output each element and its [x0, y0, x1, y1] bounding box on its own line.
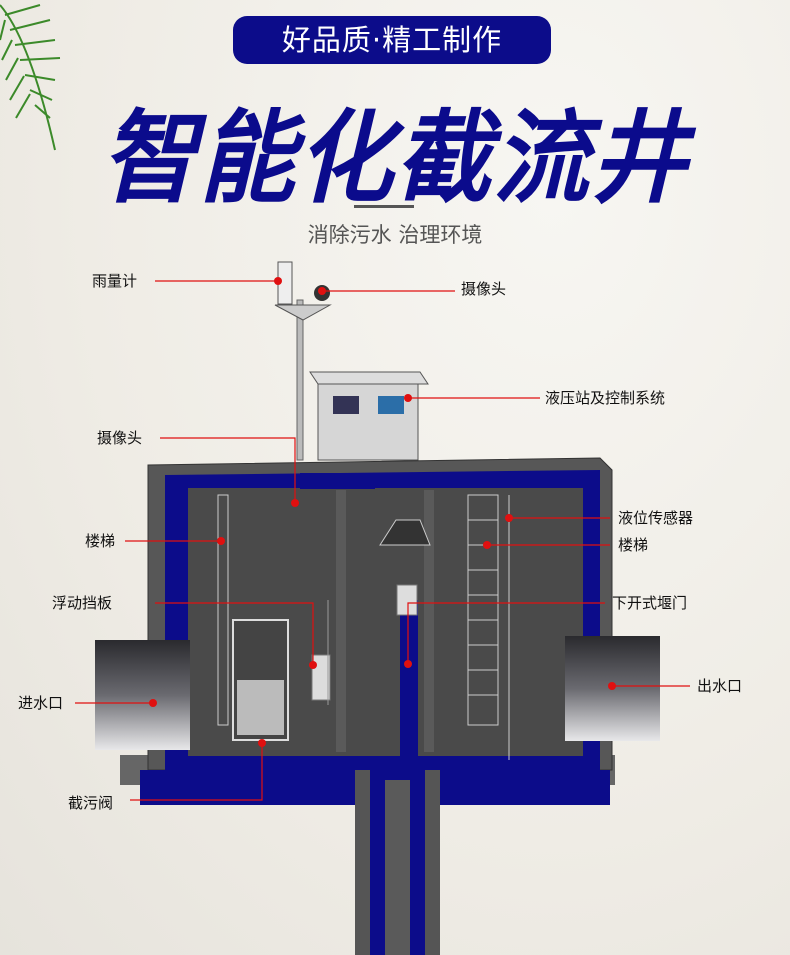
label-float-plate: 浮动挡板: [52, 594, 113, 612]
label-inlet: 进水口: [18, 694, 64, 712]
label-rain-gauge: 雨量计: [92, 272, 138, 290]
page-title: 智能化截流井: [101, 99, 689, 218]
label-level-sensor: 液位传感器: [618, 509, 694, 527]
gates: [232, 519, 431, 770]
inner-ladders: [217, 494, 510, 760]
palm-leaf-decoration: [0, 4, 61, 151]
pole-mast: [274, 261, 332, 461]
label-ladder-right: 楼梯: [618, 536, 649, 554]
label-camera-top: 摄像头: [461, 280, 507, 298]
label-camera-inner: 摄像头: [97, 429, 143, 447]
callout-lines: [75, 280, 690, 801]
label-weir-gate: 下开式堰门: [612, 594, 688, 612]
divider: [354, 205, 414, 208]
well-body: [120, 457, 615, 955]
label-hydraulic-station: 液压站及控制系统: [545, 389, 666, 407]
label-valve: 截污阀: [68, 794, 114, 812]
control-cabinet: [309, 371, 429, 461]
quality-badge: 好品质·精工制作: [233, 16, 551, 64]
callout-dots: [149, 277, 616, 747]
label-ladder-left: 楼梯: [85, 532, 116, 550]
subtitle: 消除污水 治理环境: [307, 223, 483, 247]
label-outlet: 出水口: [697, 677, 743, 695]
